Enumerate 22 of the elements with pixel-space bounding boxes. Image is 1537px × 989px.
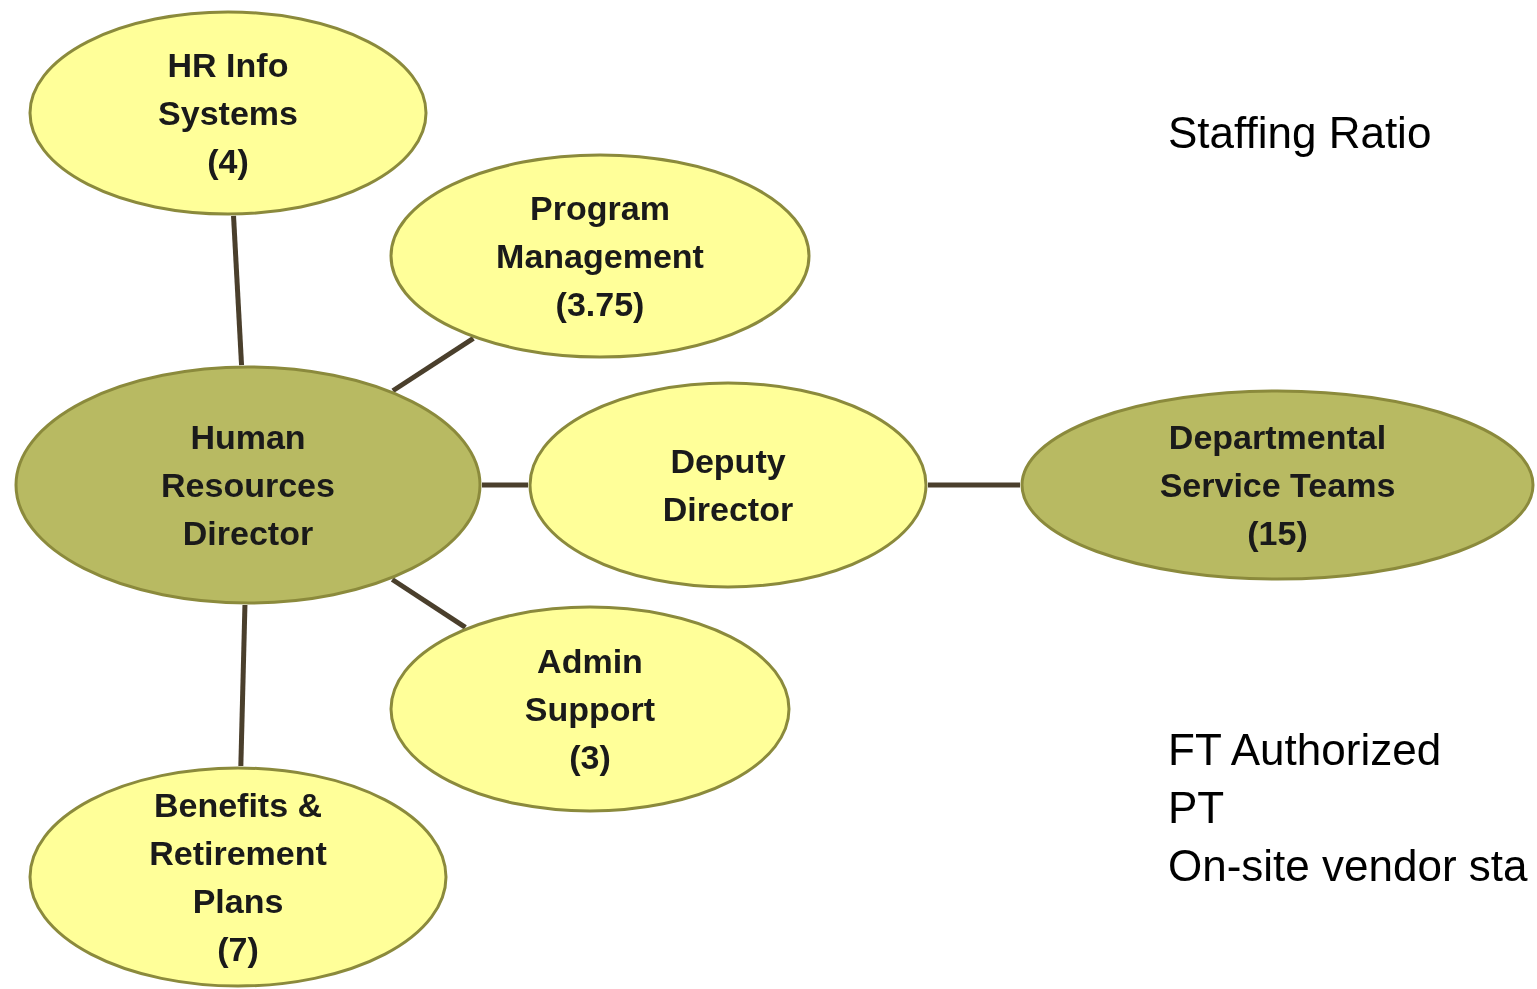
node-title: Human Resources Director bbox=[160, 417, 336, 554]
legend-text: On-site vendor sta bbox=[1168, 840, 1528, 892]
node-title: Program Management bbox=[495, 188, 705, 277]
connector-line bbox=[390, 577, 467, 630]
connector-line bbox=[391, 336, 475, 393]
node-title: Departmental Service Teams bbox=[1158, 417, 1397, 506]
staff-count: (3.75) bbox=[555, 284, 645, 325]
staff-count: (7) bbox=[217, 929, 259, 970]
staff-count: (4) bbox=[207, 141, 249, 182]
legend-text: PT bbox=[1168, 782, 1225, 834]
connector-line bbox=[238, 604, 248, 767]
legend-text: FT Authorized bbox=[1168, 724, 1442, 776]
node-title: Deputy Director bbox=[661, 441, 795, 530]
node-title: HR Info Systems bbox=[157, 45, 299, 134]
node-title: Benefits & Retirement Plans bbox=[148, 785, 328, 922]
node-title: Admin Support bbox=[523, 641, 657, 730]
connector-line bbox=[231, 215, 245, 366]
staff-count: (3) bbox=[569, 737, 611, 778]
connector-line bbox=[482, 482, 528, 488]
staff-count: (15) bbox=[1247, 513, 1308, 554]
connector-line bbox=[928, 482, 1020, 488]
legend-text: Staffing Ratio bbox=[1168, 107, 1432, 159]
